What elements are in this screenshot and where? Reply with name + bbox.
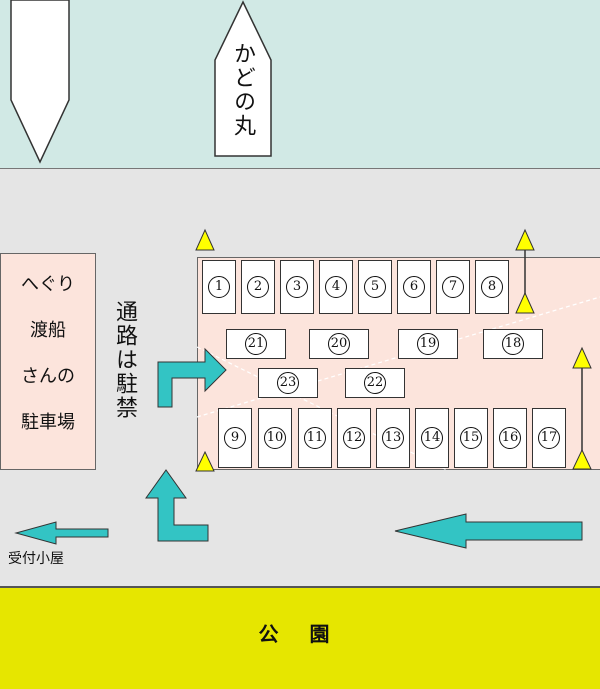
parking-slot: 8 — [475, 260, 509, 314]
parking-slot: 1 — [202, 260, 236, 314]
parking-slot: 10 — [258, 408, 292, 468]
reception-hut-label: 受付小屋 — [8, 551, 64, 567]
park-area — [0, 586, 600, 689]
parking-slot: 12 — [337, 408, 371, 468]
slot-number: 3 — [286, 276, 308, 298]
left-arrow-icon — [394, 513, 583, 549]
slot-number: 9 — [224, 427, 246, 449]
parking-slot: 14 — [415, 408, 449, 468]
parking-slot: 19 — [398, 329, 458, 359]
parking-slot: 11 — [298, 408, 332, 468]
marker-triangle-icon — [572, 346, 592, 369]
slot-number: 14 — [421, 427, 443, 449]
slot-number: 7 — [442, 276, 464, 298]
marker-triangle-icon — [515, 228, 535, 251]
heguri-parking-label: へぐり 渡船 さんの 駐車場 — [0, 262, 96, 446]
parking-slot: 23 — [258, 368, 318, 398]
no-parking-label: 通路は駐禁 — [112, 300, 137, 420]
slot-number: 15 — [460, 427, 482, 449]
slot-number: 18 — [502, 333, 524, 355]
slot-number: 20 — [328, 333, 350, 355]
heguri-label-line-4: 駐車場 — [21, 412, 75, 433]
turn-up-arrow-icon — [145, 469, 209, 542]
slot-number: 23 — [277, 372, 299, 394]
slot-number: 8 — [481, 276, 503, 298]
slot-number: 11 — [304, 427, 326, 449]
parking-slot: 6 — [397, 260, 431, 314]
parking-slot: 20 — [309, 329, 369, 359]
heguri-label-line-2: 渡船 — [30, 320, 66, 341]
water-area — [0, 0, 600, 168]
slot-number: 5 — [364, 276, 386, 298]
parking-slot: 9 — [218, 408, 252, 468]
slot-number: 4 — [325, 276, 347, 298]
heguri-label-line-1: へぐり — [21, 274, 75, 295]
heguri-label-line-3: さんの — [21, 366, 75, 387]
parking-slot: 7 — [436, 260, 470, 314]
parking-slot: 16 — [493, 408, 527, 468]
parking-slot: 15 — [454, 408, 488, 468]
kadonomaru-label: かどの丸 — [230, 42, 255, 138]
boat-outline-icon — [10, 0, 70, 164]
slot-number: 17 — [538, 427, 560, 449]
slot-number: 2 — [247, 276, 269, 298]
marker-triangle-icon — [195, 228, 215, 251]
slot-number: 13 — [382, 427, 404, 449]
parking-slot: 17 — [532, 408, 566, 468]
park-label: 公 園 — [258, 622, 342, 646]
slot-number: 10 — [264, 427, 286, 449]
slot-number: 21 — [245, 333, 267, 355]
parking-slot: 5 — [358, 260, 392, 314]
marker-triangle-icon — [195, 450, 215, 472]
slot-number: 22 — [364, 372, 386, 394]
parking-slot: 3 — [280, 260, 314, 314]
parking-slot: 21 — [226, 329, 286, 359]
slot-number: 12 — [343, 427, 365, 449]
turn-right-arrow-icon — [157, 347, 227, 408]
marker-triangle-icon — [572, 448, 592, 470]
parking-slot: 13 — [376, 408, 410, 468]
marker-triangle-icon — [515, 291, 535, 314]
slot-number: 6 — [403, 276, 425, 298]
parking-slot: 18 — [483, 329, 543, 359]
kadonomaru-boat-icon — [214, 0, 272, 157]
parking-slot: 22 — [345, 368, 405, 398]
slot-number: 1 — [208, 276, 230, 298]
parking-slot: 2 — [241, 260, 275, 314]
parking-slot: 4 — [319, 260, 353, 314]
slot-number: 19 — [417, 333, 439, 355]
heguri-parking-lot — [0, 253, 96, 470]
reception-arrow-icon — [14, 521, 109, 545]
slot-number: 16 — [499, 427, 521, 449]
